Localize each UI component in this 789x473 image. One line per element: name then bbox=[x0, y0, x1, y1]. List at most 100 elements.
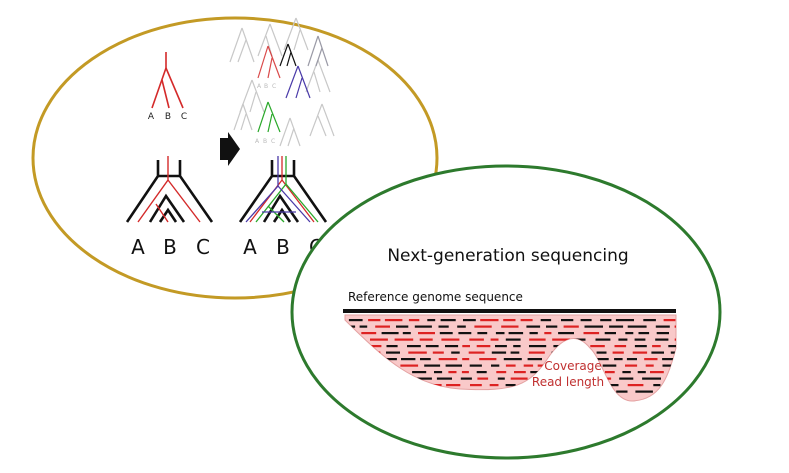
read-segment bbox=[552, 338, 570, 341]
read-segment bbox=[491, 364, 500, 367]
read-segment bbox=[632, 351, 648, 354]
read-segment bbox=[489, 384, 499, 387]
read-segment bbox=[505, 364, 516, 367]
large-tree-right-tip-a: A bbox=[243, 235, 257, 259]
read-segment bbox=[583, 332, 600, 335]
read-segment bbox=[470, 384, 482, 387]
read-segment bbox=[503, 358, 522, 361]
read-segment bbox=[408, 351, 427, 354]
read-segment bbox=[605, 371, 615, 374]
read-segment bbox=[462, 358, 470, 361]
read-segment bbox=[651, 351, 664, 354]
read-segment bbox=[458, 332, 472, 335]
read-segment bbox=[600, 319, 612, 322]
read-segment bbox=[445, 345, 459, 348]
small-tree-tip-b: B bbox=[165, 112, 171, 122]
read-segment bbox=[503, 319, 516, 322]
read-segment bbox=[461, 371, 469, 374]
read-segment bbox=[434, 371, 443, 374]
read-segment bbox=[495, 332, 505, 335]
read-segment bbox=[612, 351, 624, 354]
read-segment bbox=[468, 351, 485, 354]
read-segment bbox=[508, 332, 524, 335]
read-segment bbox=[625, 332, 634, 335]
read-segment bbox=[674, 338, 676, 341]
read-segment bbox=[523, 364, 534, 367]
reference-genome-bar bbox=[343, 309, 676, 313]
species-tree-left bbox=[125, 156, 214, 223]
read-segment bbox=[476, 371, 487, 374]
read-segment bbox=[424, 364, 441, 367]
read-segment bbox=[432, 351, 444, 354]
read-segment bbox=[625, 364, 638, 367]
read-segment bbox=[469, 338, 484, 341]
read-segment bbox=[490, 338, 499, 341]
read-segment bbox=[407, 345, 421, 348]
read-segment bbox=[446, 384, 461, 387]
read-segment bbox=[529, 345, 547, 348]
read-segment bbox=[394, 338, 414, 341]
read-segment bbox=[457, 325, 466, 328]
read-segment bbox=[418, 332, 435, 335]
read-segment bbox=[477, 332, 488, 335]
read-segment bbox=[615, 319, 634, 322]
read-segment bbox=[460, 377, 472, 380]
read-segment bbox=[655, 325, 670, 328]
read-segment bbox=[497, 377, 505, 380]
read-segment bbox=[561, 319, 574, 322]
coverage-label: Coverage bbox=[544, 359, 602, 373]
read-segment bbox=[375, 325, 390, 328]
read-segment bbox=[602, 364, 617, 367]
read-segment bbox=[653, 384, 661, 387]
read-segment bbox=[386, 345, 398, 348]
read-segment bbox=[479, 358, 497, 361]
read-segment bbox=[420, 358, 431, 361]
small-gene-tree bbox=[151, 52, 184, 109]
small-tree-tip-a: A bbox=[148, 112, 155, 122]
read-segment bbox=[527, 358, 542, 361]
read-segment bbox=[369, 345, 382, 348]
read-segment bbox=[462, 345, 470, 348]
read-segment bbox=[520, 319, 533, 322]
read-segment bbox=[510, 377, 528, 380]
small-tree-tip-c: C bbox=[181, 112, 187, 122]
read-segment bbox=[412, 371, 427, 374]
read-segment bbox=[495, 345, 507, 348]
read-segment bbox=[441, 338, 460, 341]
cloud-tree-tip-c: C bbox=[272, 83, 276, 90]
read-segment bbox=[477, 377, 489, 380]
ngs-title: Next-generation sequencing bbox=[387, 246, 628, 266]
read-segment bbox=[634, 345, 647, 348]
read-segment bbox=[558, 332, 574, 335]
cloud-tree-tip-a: A bbox=[257, 83, 262, 90]
read-segment bbox=[427, 319, 436, 322]
large-tree-left-tip-b: B bbox=[163, 235, 177, 259]
read-segment bbox=[402, 332, 411, 335]
read-segment bbox=[438, 325, 449, 328]
read-segment bbox=[529, 332, 538, 335]
read-segment bbox=[655, 338, 669, 341]
read-segment bbox=[670, 351, 676, 354]
read-segment bbox=[544, 332, 552, 335]
read-segment bbox=[438, 358, 458, 361]
read-segment bbox=[526, 325, 541, 328]
read-segment bbox=[414, 325, 432, 328]
read-segment bbox=[642, 377, 661, 380]
large-tree-left-tip-c: C bbox=[196, 235, 210, 259]
read-segment bbox=[634, 338, 646, 341]
cloud-tree-tip-b: B bbox=[264, 83, 268, 90]
arrow-right-icon bbox=[220, 132, 240, 166]
read-segment bbox=[414, 377, 432, 380]
read-segment bbox=[644, 358, 658, 361]
read-segment bbox=[445, 364, 462, 367]
read-segment bbox=[381, 332, 399, 335]
read-length-label: Read length bbox=[532, 375, 604, 389]
read-segment bbox=[440, 319, 456, 322]
read-segment bbox=[627, 384, 644, 387]
read-segment bbox=[637, 371, 646, 374]
read-segment bbox=[604, 332, 616, 335]
read-segment bbox=[361, 332, 377, 335]
read-segment bbox=[593, 358, 609, 361]
read-segment bbox=[622, 371, 631, 374]
read-segment bbox=[638, 332, 650, 335]
